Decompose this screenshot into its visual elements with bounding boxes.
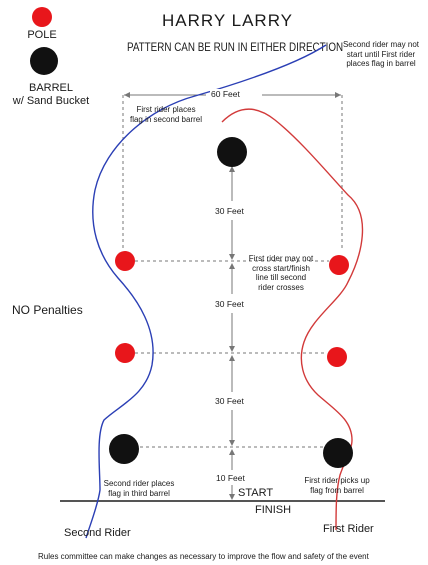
note-second-rider-places-flag: Second rider places flag in third barrel <box>103 479 175 498</box>
pole-legend-icon <box>32 7 52 27</box>
note-second-rider-start: Second rider may not start until First r… <box>342 40 420 68</box>
spacing-arrows <box>229 166 235 500</box>
dimension-label-60: 60 Feet <box>210 89 241 99</box>
pole-right-bottom <box>327 347 347 367</box>
footer-note: Rules committee can make changes as nece… <box>38 552 369 561</box>
legend-pole-label: POLE <box>27 29 57 41</box>
first-rider-label: First Rider <box>323 523 374 535</box>
barrel-center <box>217 137 247 167</box>
finish-label: FINISH <box>255 504 292 516</box>
note-first-rider-cross: First rider may not cross start/finish l… <box>248 254 314 292</box>
dimension-label-30-a: 30 Feet <box>214 206 245 216</box>
no-penalties-label: NO Penalties <box>12 303 83 317</box>
page-title: HARRY LARRY <box>162 11 293 30</box>
pole-left-bottom <box>115 343 135 363</box>
second-rider-label: Second Rider <box>64 527 131 539</box>
pole-right-top <box>329 255 349 275</box>
dimension-label-30-c: 30 Feet <box>214 396 245 406</box>
barrel-left <box>109 434 139 464</box>
start-label: START <box>238 487 274 499</box>
barrel-right <box>323 438 353 468</box>
page-subtitle: PATTERN CAN BE RUN IN EITHER DIRECTION <box>127 40 344 54</box>
note-first-rider-picks-up: First rider picks up flag from barrel <box>304 476 370 495</box>
legend-barrel-label: BARREL w/ Sand Bucket <box>12 82 90 107</box>
dimension-label-30-b: 30 Feet <box>214 299 245 309</box>
barrel-legend-icon <box>30 47 58 75</box>
legend: POLE BARREL w/ Sand Bucket <box>0 0 100 110</box>
dimension-label-10: 10 Feet <box>215 473 246 483</box>
second-rider-path <box>85 44 327 539</box>
pole-left-top <box>115 251 135 271</box>
note-first-rider-places-flag: First rider places flag in second barrel <box>129 105 203 124</box>
width-dimension <box>124 92 341 98</box>
